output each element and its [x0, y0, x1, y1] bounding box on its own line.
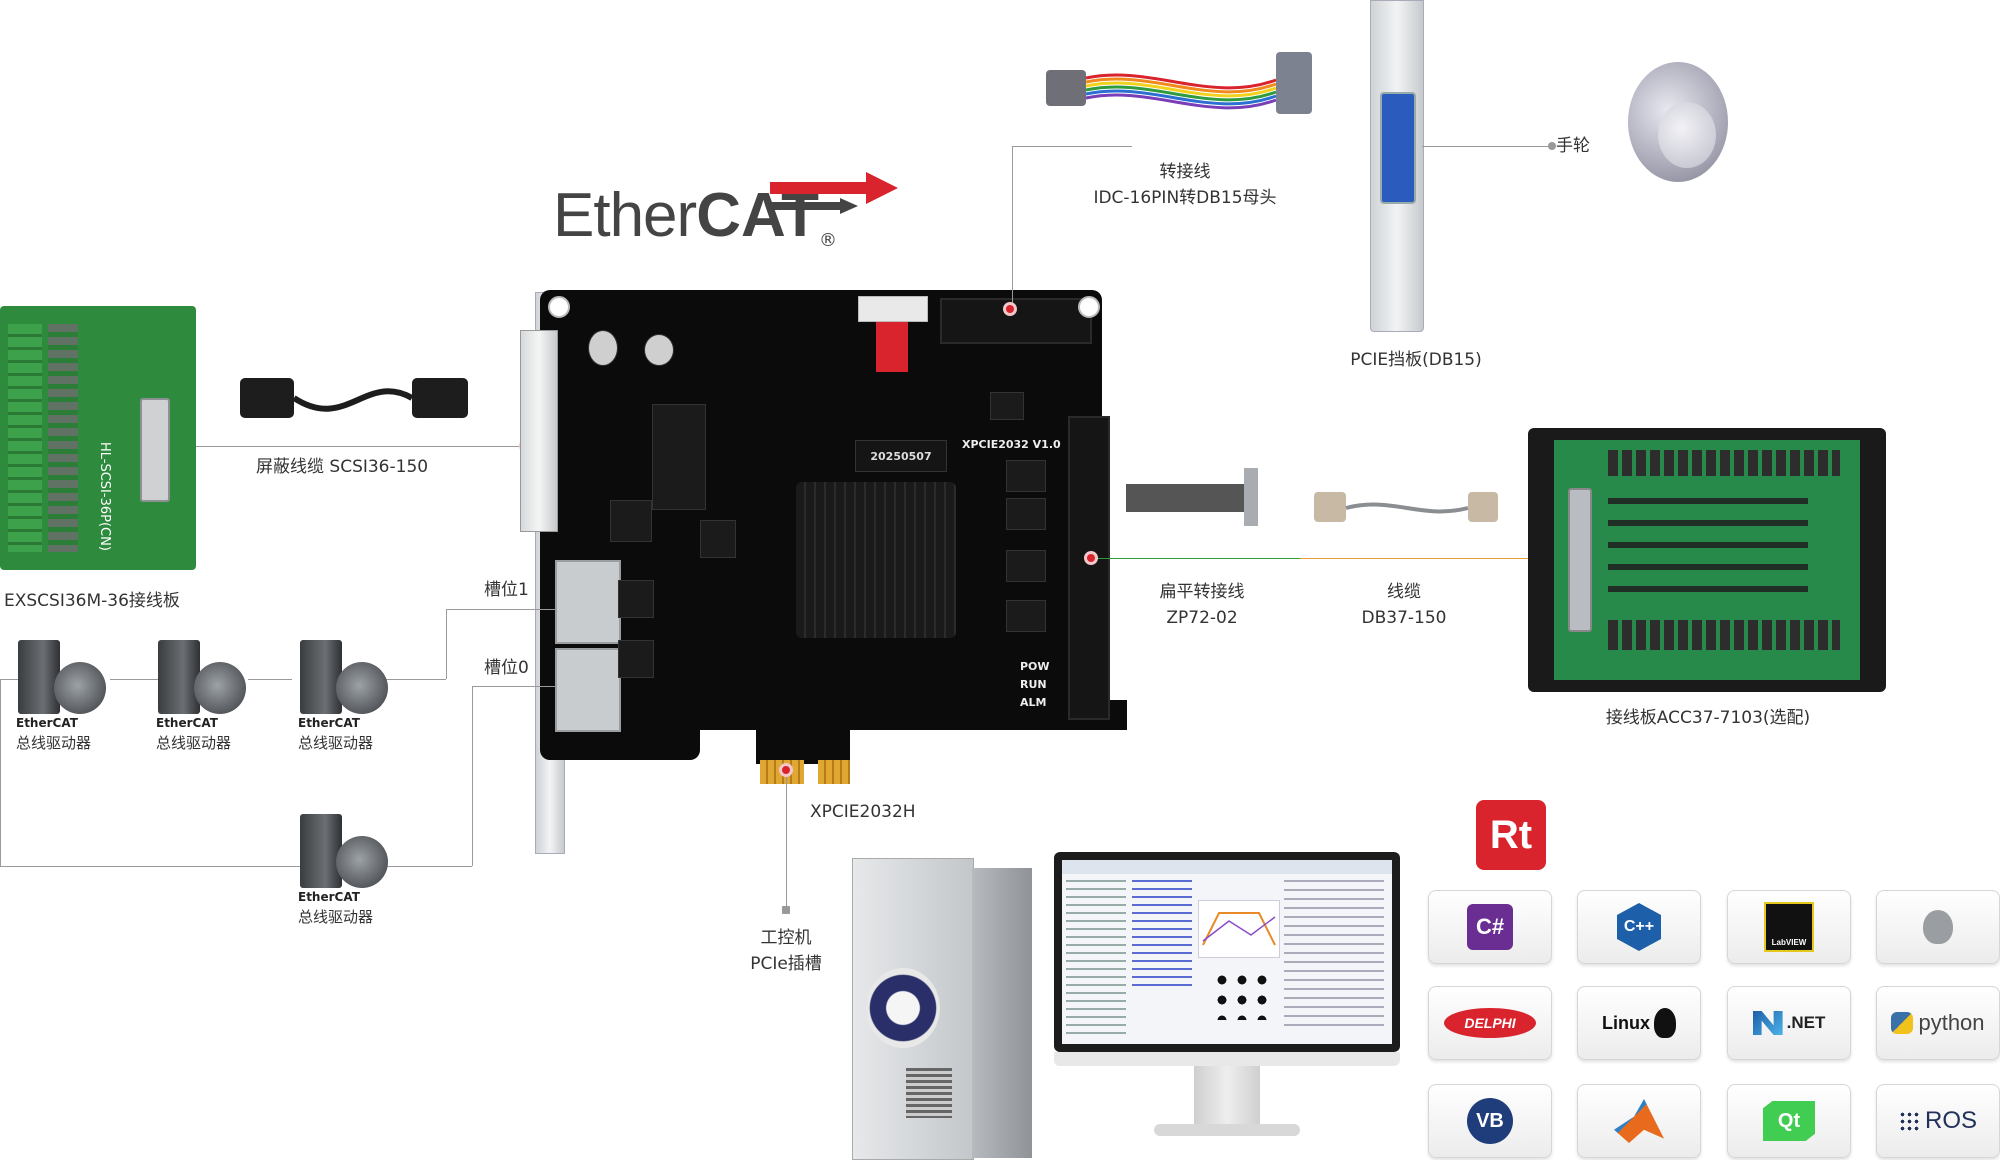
- linux-tile: Linux: [1577, 986, 1701, 1060]
- adapter-cable-title: 转接线: [1159, 162, 1211, 182]
- scsi-line: [196, 446, 526, 447]
- labview-tile: LabVIEW: [1727, 890, 1851, 964]
- drive-brand: EtherCAT: [298, 716, 360, 730]
- rj45-slot1: [555, 560, 621, 644]
- white-connector: [858, 296, 928, 322]
- drive-brand: EtherCAT: [16, 716, 78, 730]
- apple-icon: [1923, 910, 1953, 944]
- servo-drive-2: EtherCAT 总线驱动器: [156, 636, 248, 752]
- ros-icon: ROS: [1898, 1107, 1977, 1135]
- adapter-cable-model: IDC-16PIN转DB15母头: [1093, 188, 1277, 208]
- python-icon: python: [1891, 1010, 1985, 1036]
- pcie-slot-marker: [779, 763, 793, 777]
- logo-reg: ®: [819, 230, 838, 251]
- matlab-icon: [1614, 1099, 1664, 1143]
- qt-icon: Qt: [1763, 1101, 1815, 1141]
- db37-cable-model: DB37-150: [1361, 608, 1447, 628]
- servo-drive-4: EtherCAT 总线驱动器: [298, 810, 390, 926]
- db15-port: [1380, 92, 1416, 204]
- idc-port-marker: [1003, 302, 1017, 316]
- dip-switch: [876, 322, 908, 372]
- delphi-icon: DELPHI: [1444, 1008, 1536, 1038]
- drive-brand: EtherCAT: [156, 716, 218, 730]
- ethercat-arrow-icon: [770, 172, 898, 214]
- servo-drive-1: EtherCAT 总线驱动器: [16, 636, 108, 752]
- led-run: RUN: [1020, 678, 1047, 691]
- monitor: [1054, 852, 1400, 1158]
- adapter-cable: [1046, 52, 1312, 114]
- qt-tile: Qt: [1727, 1084, 1851, 1158]
- ipc-label-line1: 工控机: [760, 928, 812, 948]
- led-alm: ALM: [1020, 696, 1047, 709]
- apple-tile: [1876, 890, 2000, 964]
- drive-name: 总线驱动器: [298, 908, 374, 926]
- drive-name: 总线驱动器: [16, 734, 92, 752]
- drive-name: 总线驱动器: [156, 734, 232, 752]
- vb-icon: VB: [1467, 1098, 1513, 1144]
- python-tile: python: [1876, 986, 2000, 1060]
- pci-tab: [756, 728, 850, 764]
- dotnet-icon: .NET: [1752, 1011, 1825, 1035]
- handwheel-label: 手轮: [1556, 136, 1590, 156]
- db37-cable-title: 线缆: [1387, 582, 1421, 602]
- pcie-gold-fingers-b: [818, 760, 850, 784]
- drive-brand: EtherCAT: [298, 890, 360, 904]
- slot0-label: 槽位0: [484, 658, 529, 678]
- drive-name: 总线驱动器: [298, 734, 374, 752]
- main-chip-label: 20250507: [855, 440, 947, 472]
- acc-board-label: 接线板ACC37-7103(选配): [1605, 708, 1811, 728]
- matlab-tile: [1577, 1084, 1701, 1158]
- terminal-silk: HL-SCSI-36P(CN): [97, 442, 112, 551]
- flat-cable: [1126, 468, 1258, 526]
- terminal-board-label: EXSCSI36M-36接线板: [4, 591, 180, 611]
- idc40-port-marker: [1084, 551, 1098, 565]
- labview-icon: LabVIEW: [1764, 902, 1814, 952]
- logo-ether: Ether: [553, 181, 697, 250]
- dotnet-tile: .NET: [1727, 986, 1851, 1060]
- led-labels: POW RUN ALM: [1020, 658, 1050, 712]
- flat-cable-title: 扁平转接线: [1159, 582, 1245, 602]
- rt-logo-icon: Rt: [1476, 800, 1546, 870]
- model-silk: XPCIE2032 V1.0: [962, 438, 1061, 451]
- monitor-screen: [1062, 860, 1392, 1044]
- rt-text: Rt: [1489, 812, 1533, 857]
- db37-cable: [1314, 492, 1498, 522]
- bracket-label: PCIE挡板(DB15): [1350, 350, 1482, 370]
- csharp-tile: C#: [1428, 890, 1552, 964]
- flat-cable-model: ZP72-02: [1166, 608, 1238, 628]
- rj45-slot0: [555, 648, 621, 732]
- idc-header-right: [1068, 416, 1110, 720]
- vb-tile: VB: [1428, 1084, 1552, 1158]
- acc-board: [1528, 428, 1886, 692]
- linux-icon: Linux: [1602, 1008, 1676, 1038]
- ipc-label-line2: PCIe插槽: [750, 954, 822, 974]
- csharp-icon: C#: [1467, 904, 1513, 950]
- heatsink: [796, 482, 956, 638]
- handwheel: [1618, 58, 1738, 198]
- ros-tile: ROS: [1876, 1084, 2000, 1158]
- servo-drive-3: EtherCAT 总线驱动器: [298, 636, 390, 752]
- scsi-cable-label: 屏蔽线缆 SCSI36-150: [256, 457, 429, 477]
- date-silk: 20250507: [870, 449, 932, 463]
- scsi-connector: [520, 330, 558, 532]
- led-pow: POW: [1020, 660, 1050, 673]
- delphi-tile: DELPHI: [1428, 986, 1552, 1060]
- cpp-tile: C++: [1577, 890, 1701, 964]
- cpp-icon: C++: [1617, 903, 1661, 951]
- slot1-label: 槽位1: [484, 580, 529, 600]
- scsi-cable: [240, 378, 468, 418]
- board-name-label: XPCIE2032H: [810, 802, 916, 822]
- industrial-pc: [852, 858, 1032, 1160]
- terminal-board: HL-SCSI-36P(CN): [0, 306, 196, 570]
